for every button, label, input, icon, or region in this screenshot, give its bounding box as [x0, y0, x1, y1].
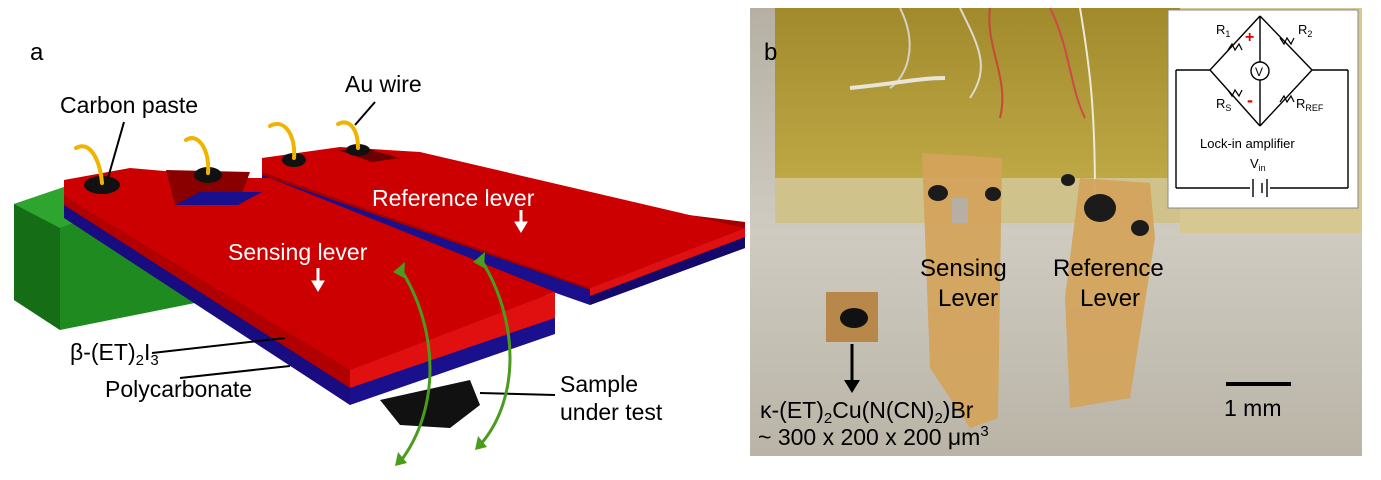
photo-sensing-lever [922, 153, 1002, 428]
label-carbon-paste: Carbon paste [60, 92, 198, 118]
inset-voltmeter: V [1255, 65, 1263, 79]
label-beta-et2i3: β-(ET)2I3 [70, 339, 159, 369]
magnetic-torque-arrows [398, 257, 512, 463]
photo-carbon-spots [928, 174, 1149, 236]
label-scale-bar: 1 mm [1224, 395, 1282, 421]
label-crystal-formula: κ-(ET)2Cu(N(CN)2)Br [760, 397, 974, 427]
label-reference-line1: Reference [1053, 255, 1164, 282]
inset-r1: R1 [1216, 22, 1230, 39]
inset-vin: Vin [1250, 156, 1266, 173]
label-reference-line2: Lever [1080, 285, 1140, 312]
carbon-paste-dots [84, 144, 370, 194]
label-crystal-size: ~ 300 x 200 x 200 μm3 [758, 423, 989, 450]
panel-b-photo: b Sensing Lever Reference Lever 1 mm κ-(… [750, 8, 1362, 456]
au-wires [74, 120, 360, 185]
photo-wires [849, 8, 1096, 199]
callout-lines [107, 101, 556, 396]
panel-label-a: a [30, 39, 44, 66]
label-polycarbonate: Polycarbonate [105, 376, 252, 402]
label-sensing-line2: Lever [938, 285, 998, 312]
inset-rref: RREF [1296, 96, 1324, 113]
label-sample-line1: Sample [560, 371, 638, 397]
inset-plus: + [1245, 29, 1254, 46]
label-sensing-lever: Sensing lever [228, 239, 368, 265]
label-sample-line2: under test [560, 399, 663, 425]
photo-reference-lever [1065, 178, 1155, 408]
panel-label-b: b [764, 39, 777, 66]
label-reference-lever: Reference lever [372, 185, 535, 211]
inset-minus: - [1247, 90, 1253, 110]
inset-lockin: Lock-in amplifier [1200, 136, 1295, 151]
inset-r2: R2 [1298, 22, 1312, 39]
panel-a: a Carbon paste Au wire Reference lever S… [14, 39, 745, 466]
cantilever-schematic: a Carbon paste Au wire Reference lever S… [14, 39, 745, 466]
wheatstone-bridge-inset: R1 R2 RS RREF + - V Lock-in amplifier Vi… [1167, 9, 1359, 209]
reference-lever [262, 147, 745, 305]
photo-illustration: b Sensing Lever Reference Lever 1 mm κ-(… [750, 8, 1362, 456]
crystal-inset [826, 292, 878, 393]
inset-rs: RS [1216, 96, 1231, 113]
label-sensing-line1: Sensing [920, 255, 1007, 282]
sample-crystal [380, 380, 480, 428]
label-au-wire: Au wire [345, 71, 422, 97]
green-arrowheads [393, 252, 487, 466]
deflection-arrows [311, 210, 528, 292]
